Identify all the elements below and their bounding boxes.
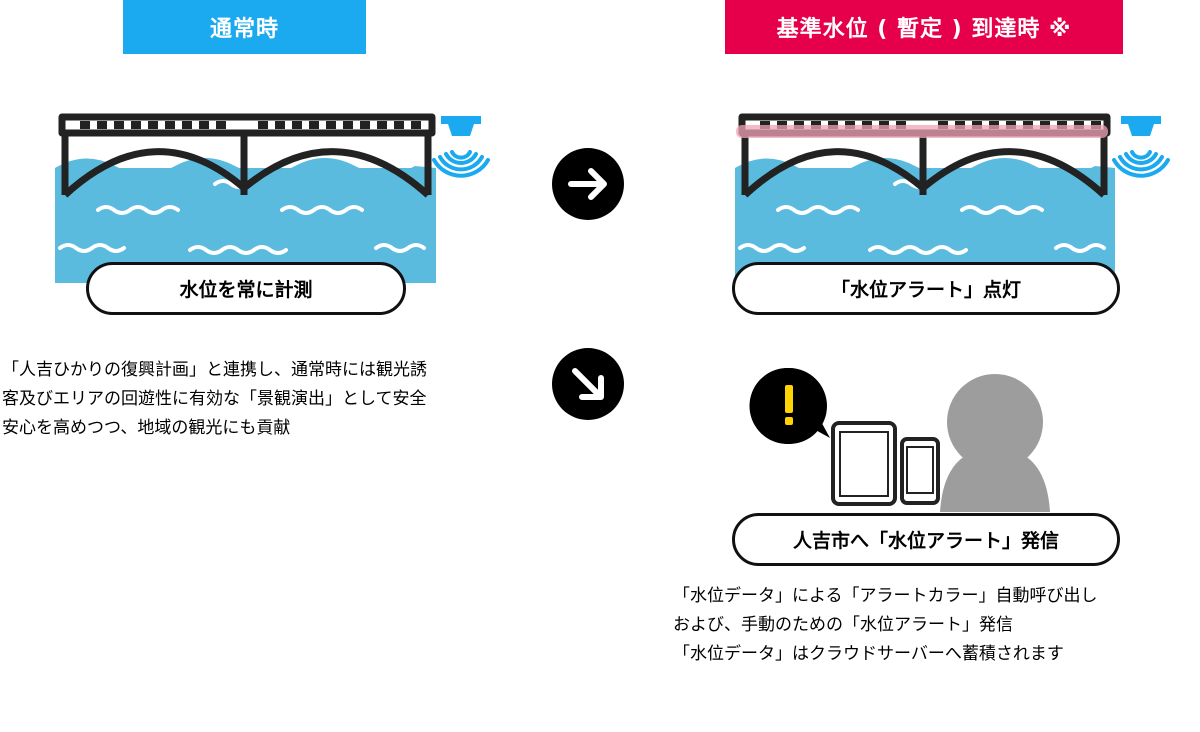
measure-label: 水位を常に計測	[86, 262, 406, 315]
person-icon	[940, 374, 1050, 512]
smartphone-icon	[900, 437, 940, 505]
water-waves-alert	[738, 179, 1106, 255]
water-body	[55, 158, 436, 283]
alert-lamp-label: 「水位アラート」点灯	[732, 262, 1120, 315]
alert-send-label: 人吉市へ「水位アラート」発信	[732, 513, 1120, 566]
description-line: 安心を高めつつ、地域の観光にも貢献	[2, 418, 291, 438]
exclamation-icon	[749, 368, 830, 444]
alert-light-glow	[736, 125, 1108, 138]
water-waves	[58, 179, 426, 255]
tablet-icon	[831, 421, 897, 506]
description-line: 「水位データ」による「アラートカラー」自動呼び出し	[673, 586, 1098, 606]
bridge-railing	[80, 121, 421, 129]
alert-description: 「水位データ」による「アラートカラー」自動呼び出し および、手動のための「水位ア…	[673, 582, 1098, 669]
normal-description: 「人吉ひかりの復興計画」と連携し、通常時には観光誘 客及びエリアの回遊性に有効な…	[2, 356, 427, 443]
sensor-icon-alert	[1112, 116, 1170, 178]
normal-state-header: 通常時	[123, 0, 366, 54]
sensor-icon	[432, 116, 490, 178]
arrow-down-right-icon	[552, 348, 624, 420]
alert-state-header: 基準水位 ( 暫定 ) 到達時 ※	[725, 0, 1123, 54]
description-line: 「人吉ひかりの復興計画」と連携し、通常時には観光誘	[2, 360, 427, 380]
water-body-alert	[735, 158, 1115, 283]
description-line: および、手動のための「水位アラート」発信	[673, 615, 1013, 635]
arrow-right-icon	[552, 148, 624, 220]
description-line: 客及びエリアの回遊性に有効な「景観演出」として安全	[2, 389, 427, 409]
description-line: 「水位データ」はクラウドサーバーへ蓄積されます	[673, 644, 1064, 664]
